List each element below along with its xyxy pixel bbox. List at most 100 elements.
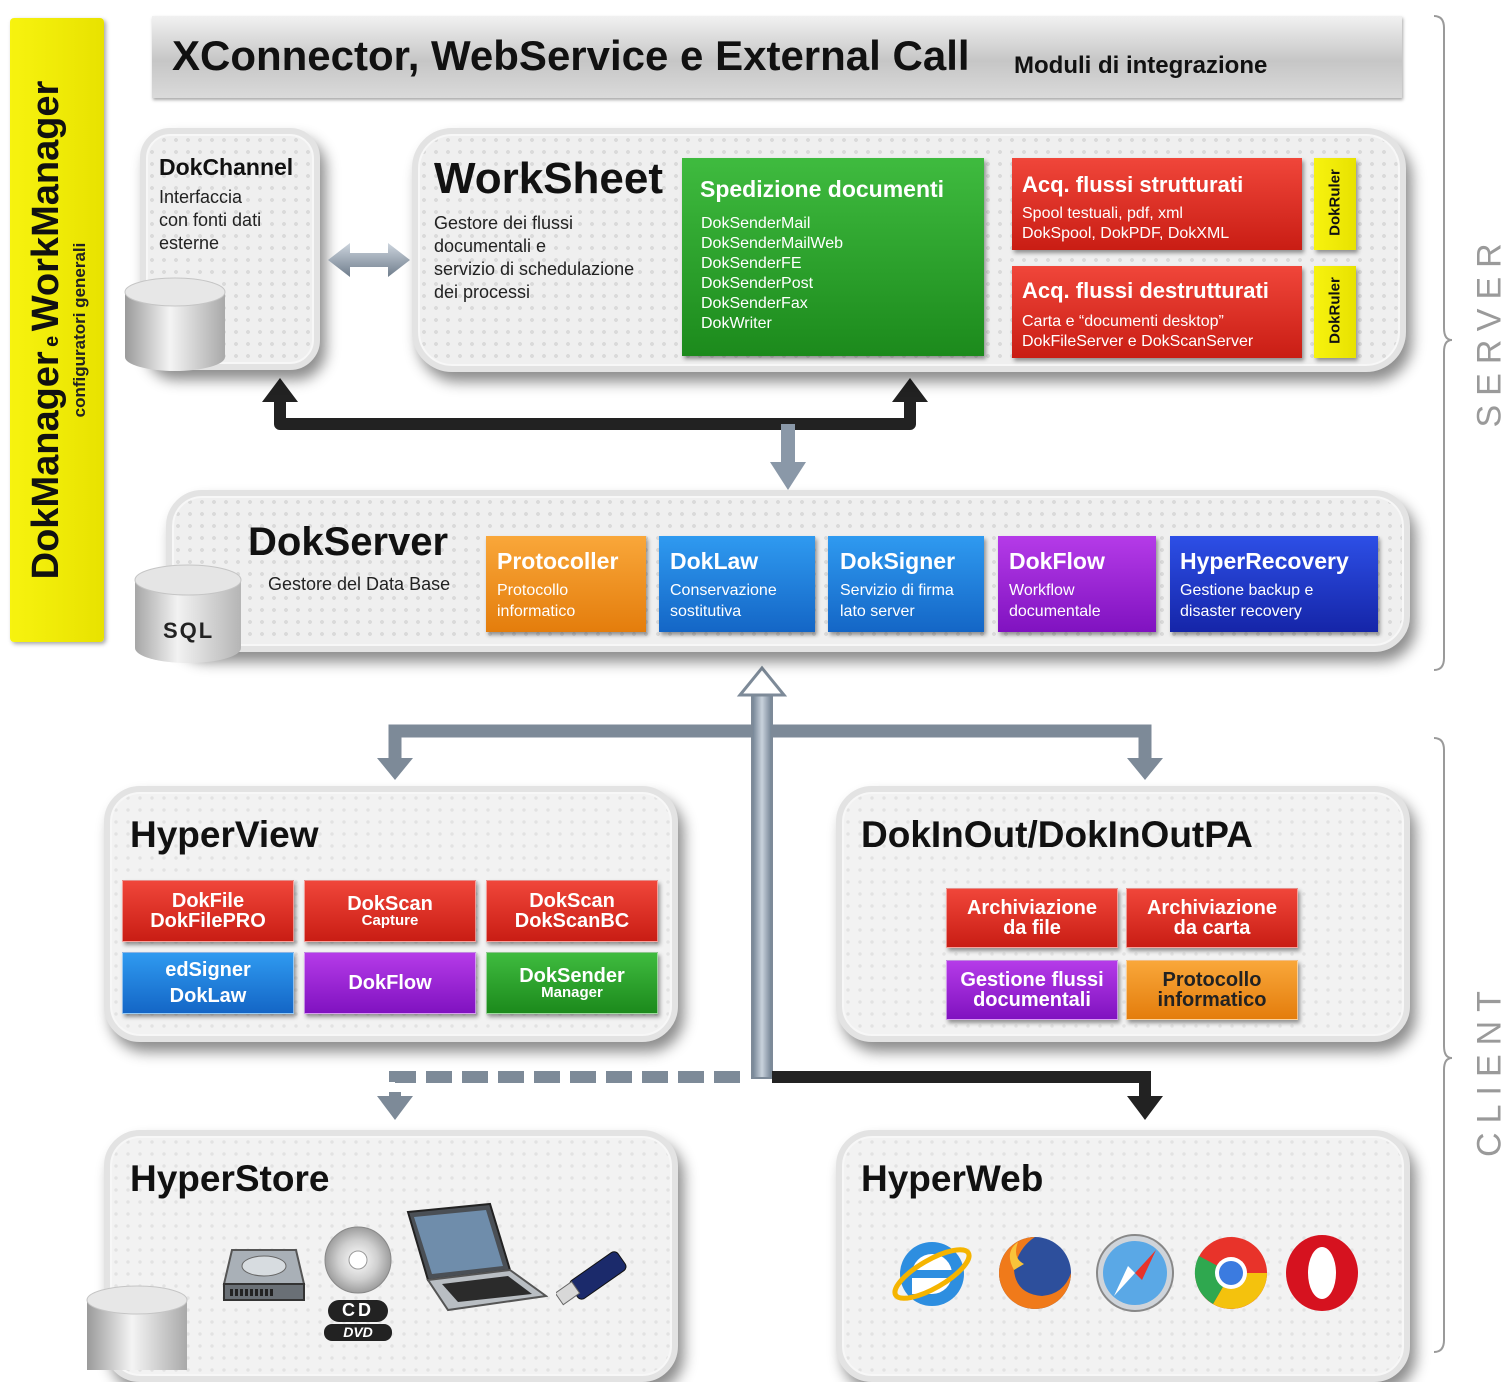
opera-icon: [1284, 1232, 1360, 1314]
button-line: DokFlow: [348, 973, 431, 993]
dokchannel-desc-2: con fonti dati: [159, 209, 261, 232]
acq-destrutturati-box: Acq. flussi destrutturati Carta e “docum…: [1012, 266, 1302, 358]
acq-strutturati-box: Acq. flussi strutturati Spool testuali, …: [1012, 158, 1302, 250]
module-line: Protocollo: [497, 581, 568, 601]
header-subtitle: Moduli di integrazione: [1014, 52, 1267, 80]
edsigner-button[interactable]: edSigner DokLaw: [122, 952, 294, 1014]
button-line: da carta: [1174, 918, 1251, 938]
dokflow-button[interactable]: DokFlow: [304, 952, 476, 1014]
button-subline: Manager: [541, 986, 603, 1000]
dokruler-label: DokRuler: [1327, 266, 1344, 356]
button-line: DokLaw: [170, 986, 247, 1006]
sidebar-subtitle: configuratori generali: [70, 243, 90, 418]
dokmanager-sidebar: DokManager e WorkManager configuratori g…: [10, 18, 104, 642]
spedizione-item: DokSenderFax: [701, 294, 808, 314]
firefox-icon: [994, 1232, 1076, 1314]
button-line: Protocollo: [1163, 970, 1262, 990]
arrow-down-hyperweb: [1127, 1096, 1163, 1120]
arrow-up-dokserver: [740, 668, 784, 695]
server-label: SERVER: [1471, 238, 1505, 428]
side-brackets: [1430, 10, 1460, 1360]
spedizione-title: Spedizione documenti: [700, 176, 944, 203]
hyperweb-title: HyperWeb: [861, 1158, 1043, 1200]
hyperview-title: HyperView: [130, 814, 319, 856]
gestione-flussi-button[interactable]: Gestione flussi documentali: [946, 960, 1118, 1020]
button-line: DokFilePRO: [150, 911, 266, 931]
button-line: Gestione flussi: [960, 970, 1103, 990]
arrow-down-hyperstore: [377, 1096, 413, 1120]
dokscan-capture-button[interactable]: DokScan Capture: [304, 880, 476, 942]
safari-icon: [1094, 1232, 1176, 1314]
worksheet-desc-4: dei processi: [434, 281, 530, 304]
button-line: DokFile: [172, 891, 244, 911]
spedizione-item: DokWriter: [701, 314, 772, 334]
arrow-up-worksheet: [892, 378, 928, 402]
module-title: DokLaw: [670, 548, 758, 575]
module-title: DokSigner: [840, 548, 955, 575]
doklaw-box: DokLaw Conservazione sostitutiva: [659, 536, 815, 632]
module-title: DokFlow: [1009, 548, 1105, 575]
dokinout-title: DokInOut/DokInOutPA: [861, 814, 1253, 856]
dokchannel-desc-3: esterne: [159, 232, 219, 255]
sql-label: SQL: [163, 618, 214, 644]
module-line: Servizio di firma: [840, 581, 954, 601]
worksheet-desc-3: servizio di schedulazione: [434, 258, 634, 281]
acq-strutturati-line: Spool testuali, pdf, xml: [1022, 204, 1183, 224]
dokchannel-desc-1: Interfaccia: [159, 186, 242, 209]
sql-database-icon: [130, 560, 246, 670]
spedizione-documenti-box: Spedizione documenti DokSenderMail DokSe…: [682, 158, 984, 356]
hyperstore-title: HyperStore: [130, 1158, 329, 1200]
button-subline: Capture: [362, 914, 419, 928]
arrow-up-dokchannel: [262, 378, 298, 402]
dokfile-button[interactable]: DokFile DokFilePRO: [122, 880, 294, 942]
worksheet-desc-1: Gestore dei flussi: [434, 212, 573, 235]
button-line: edSigner: [165, 960, 251, 980]
button-line: DokScan: [529, 891, 615, 911]
dokscan-bc-button[interactable]: DokScan DokScanBC: [486, 880, 658, 942]
usb-drive-icon: [556, 1250, 628, 1312]
button-line: DokSender: [519, 966, 625, 986]
dokchannel-title: DokChannel: [159, 154, 293, 181]
module-line: documentale: [1009, 602, 1101, 622]
dokserver-title: DokServer: [248, 520, 448, 565]
module-line: Workflow: [1009, 581, 1075, 601]
dokruler-label: DokRuler: [1327, 158, 1344, 248]
client-label: CLIENT: [1471, 975, 1505, 1165]
module-line: disaster recovery: [1180, 602, 1302, 622]
module-line: informatico: [497, 602, 575, 622]
button-line: DokScan: [347, 894, 433, 914]
sidebar-title-e: e: [41, 336, 63, 347]
module-line: sostitutiva: [670, 602, 741, 622]
acq-destrutturati-line: DokFileServer e DokScanServer: [1022, 332, 1253, 352]
acq-strutturati-title: Acq. flussi strutturati: [1022, 172, 1243, 198]
button-line: Archiviazione: [967, 898, 1097, 918]
dokserver-desc: Gestore del Data Base: [268, 573, 450, 596]
dokflow-box: DokFlow Workflow documentale: [998, 536, 1156, 632]
protocoller-box: Protocoller Protocollo informatico: [486, 536, 646, 632]
laptop-icon: [404, 1202, 548, 1314]
arrow-down-dokinout: [1127, 758, 1163, 780]
acq-destrutturati-title: Acq. flussi destrutturati: [1022, 278, 1269, 304]
header-title: XConnector, WebService e External Call: [172, 32, 970, 80]
database-cylinder-icon: [120, 272, 230, 382]
worksheet-title: WorkSheet: [434, 154, 663, 204]
doksender-manager-button[interactable]: DokSender Manager: [486, 952, 658, 1014]
module-title: Protocoller: [497, 548, 618, 575]
protocollo-informatico-button[interactable]: Protocollo informatico: [1126, 960, 1298, 1020]
module-title: HyperRecovery: [1180, 548, 1349, 575]
worksheet-desc-2: documentali e: [434, 235, 546, 258]
button-line: DokScanBC: [515, 911, 629, 931]
hard-disk-icon: [222, 1244, 306, 1306]
archiviazione-carta-button[interactable]: Archiviazione da carta: [1126, 888, 1298, 948]
chrome-icon: [1190, 1232, 1272, 1314]
double-arrow-icon: [328, 243, 410, 277]
arrow-down-hyperview: [377, 758, 413, 780]
database-cylinder-icon: [82, 1280, 192, 1370]
sidebar-title-b: WorkManager: [25, 81, 67, 332]
hyperrecovery-box: HyperRecovery Gestione backup e disaster…: [1170, 536, 1378, 632]
doksigner-box: DokSigner Servizio di firma lato server: [828, 536, 984, 632]
archiviazione-file-button[interactable]: Archiviazione da file: [946, 888, 1118, 948]
spedizione-item: DokSenderPost: [701, 274, 813, 294]
cd-label: CD: [334, 1300, 382, 1321]
spedizione-item: DokSenderMail: [701, 214, 810, 234]
